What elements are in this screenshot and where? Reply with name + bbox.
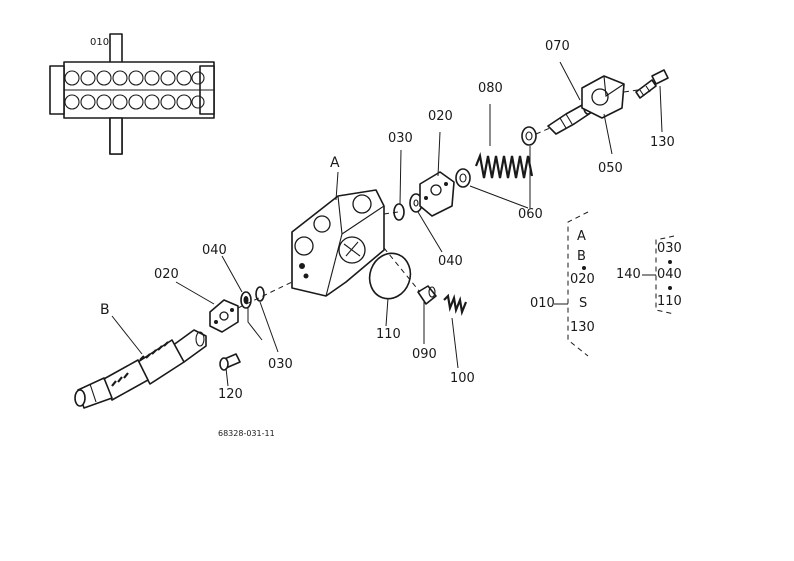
label-inset-010: 010 [90, 37, 110, 48]
part-020-plate [419, 171, 455, 217]
label-070: 070 [545, 39, 570, 54]
label-B: B [100, 302, 110, 318]
part-030-oring [393, 203, 405, 221]
valve-body-A [291, 189, 385, 297]
label-050: 050 [598, 161, 623, 176]
label-080: 080 [478, 81, 503, 96]
legend-140-item-030: 030 [657, 241, 682, 256]
part-B-spool [74, 329, 207, 409]
part-050-cap [581, 75, 625, 119]
legend-140-id: 140 [616, 267, 641, 282]
part-060-collar-right [521, 126, 537, 146]
label-030-left: 030 [268, 357, 293, 372]
part-040-washer-left [240, 291, 252, 309]
label-020-left: 020 [154, 267, 179, 282]
label-090: 090 [412, 347, 437, 362]
legend-010-item-020: 020 [570, 272, 595, 287]
inset-valve-bank [49, 33, 215, 155]
label-040-left: 040 [202, 243, 227, 258]
legend-010-bracket [554, 211, 589, 357]
part-120-screw [219, 353, 241, 371]
part-080-spring [474, 152, 534, 179]
legend-010-item-B: B [577, 249, 586, 264]
label-020-top: 020 [428, 109, 453, 124]
label-100: 100 [450, 371, 475, 386]
legend-010-range-mark: S [579, 296, 588, 311]
label-030-top: 030 [388, 131, 413, 146]
label-110: 110 [376, 327, 401, 342]
part-110-oring-large [368, 252, 412, 300]
leader-060 [469, 146, 531, 209]
part-100-spring [443, 293, 468, 317]
part-130-bolt [635, 69, 669, 99]
part-090-plug [417, 285, 437, 305]
legend-010-id: 010 [530, 296, 555, 311]
part-020-plate-left [209, 299, 239, 333]
part-030-oring-left [255, 286, 265, 302]
legend-010-item-130: 130 [570, 320, 595, 335]
legend-140-item-040: 040 [657, 267, 682, 282]
label-A: A [330, 155, 340, 171]
part-060-collar [455, 168, 471, 188]
legend-010-item-A: A [577, 229, 586, 244]
drawing-code: 68328-031-11 [218, 429, 275, 438]
label-130-top: 130 [650, 135, 675, 150]
label-060: 060 [518, 207, 543, 222]
label-120: 120 [218, 387, 243, 402]
legend-140-item-110: 110 [657, 294, 682, 309]
label-040-mid: 040 [438, 254, 463, 269]
leader-A [335, 171, 339, 201]
legend-140-bracket [642, 235, 675, 315]
